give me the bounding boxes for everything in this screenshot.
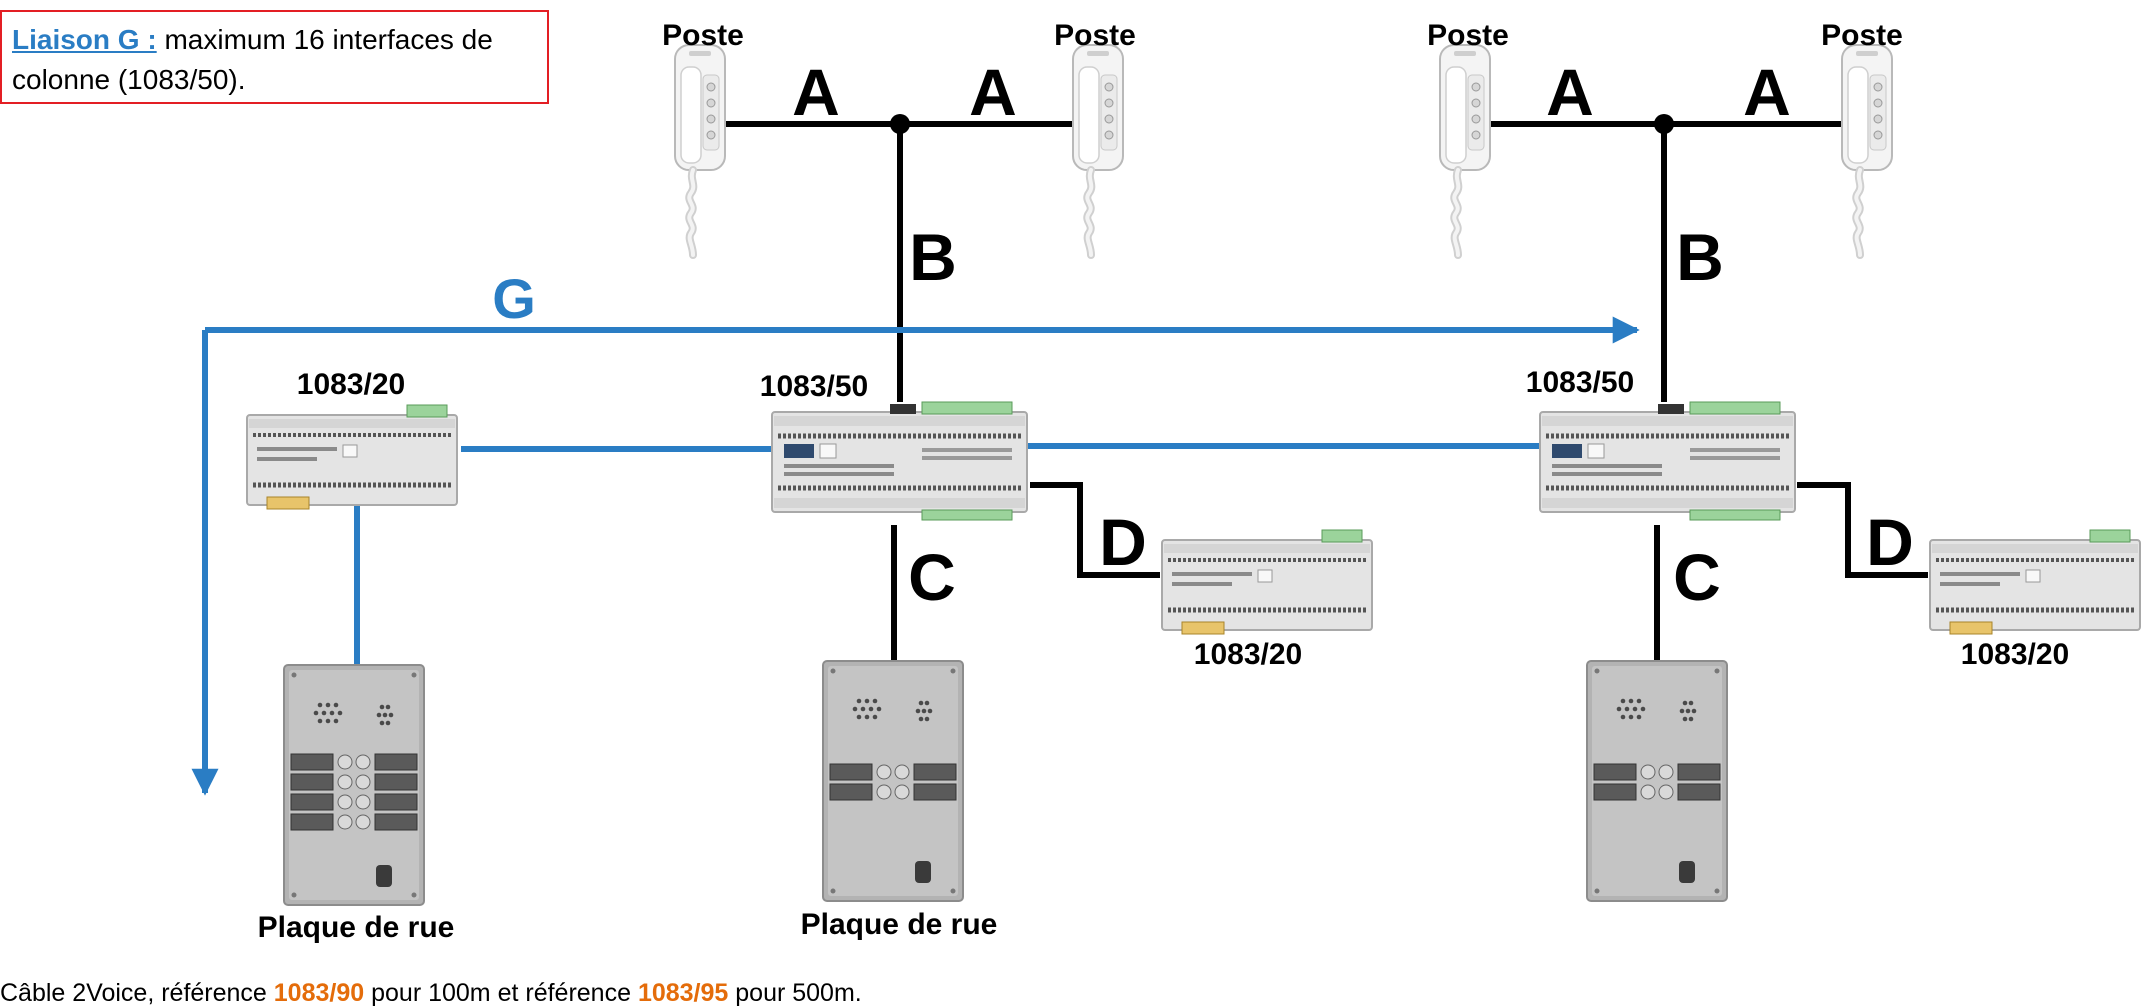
ref-1083-20-label-right: 1083/20 (1961, 638, 2069, 671)
link-g-note-text: maximum 16 interfaces de colonne (1083/5… (12, 24, 493, 95)
street-plate-label-center: Plaque de rue (801, 908, 998, 941)
junction-right (1654, 114, 1674, 134)
link-d-label-right: D (1866, 505, 1914, 579)
ref-1083-20-label-left: 1083/20 (297, 368, 405, 401)
footnote-ref-500m: 1083/95 (637, 979, 729, 1007)
link-g-label: G (492, 267, 536, 330)
street-plate-right (1586, 660, 1728, 902)
link-d-label-left: D (1099, 505, 1147, 579)
handset-4 (1842, 45, 1892, 255)
link-a-label-1: A (792, 55, 840, 129)
link-g-note: Liaison G : maximum 16 interfaces de col… (0, 10, 549, 104)
link-d-line-right (1797, 482, 1928, 578)
module-1083-50-right (1540, 402, 1795, 520)
junction-left (890, 114, 910, 134)
poste-label-4: Poste (1821, 19, 1903, 52)
link-d-line-left (1030, 482, 1160, 578)
module-1083-20-center (1162, 530, 1372, 634)
cable-footnote: Câble 2Voice, référence 1083/90 pour 100… (0, 979, 862, 1008)
ref-1083-50-label-left: 1083/50 (760, 370, 868, 403)
handset-3 (1440, 45, 1490, 255)
footnote-ref-100m: 1083/90 (273, 979, 365, 1007)
handset-2 (1073, 45, 1123, 255)
link-a-label-2: A (969, 55, 1017, 129)
poste-label-1: Poste (662, 19, 744, 52)
handset-1 (675, 45, 725, 255)
street-plate-left (283, 664, 425, 906)
poste-label-3: Poste (1427, 19, 1509, 52)
street-plate-center (822, 660, 964, 902)
link-c-label-left: C (908, 540, 956, 614)
footnote-prefix: Câble 2Voice, référence (0, 979, 274, 1007)
module-1083-20-left (247, 405, 457, 509)
link-a-label-3: A (1546, 55, 1594, 129)
link-g-note-title: Liaison G : (12, 24, 157, 55)
poste-label-2: Poste (1054, 19, 1136, 52)
footnote-suffix: pour 500m. (728, 979, 862, 1007)
ref-1083-20-label-center: 1083/20 (1194, 638, 1302, 671)
link-b-label-left: B (909, 220, 957, 294)
module-1083-50-left (772, 402, 1027, 520)
footnote-middle: pour 100m et référence (364, 979, 638, 1007)
ref-1083-50-label-right: 1083/50 (1526, 366, 1634, 399)
blue-bus (191, 316, 1640, 796)
link-a-label-4: A (1743, 55, 1791, 129)
link-b-label-right: B (1676, 220, 1724, 294)
module-1083-20-right (1930, 530, 2140, 634)
link-c-label-right: C (1673, 540, 1721, 614)
street-plate-label-left: Plaque de rue (258, 911, 455, 944)
